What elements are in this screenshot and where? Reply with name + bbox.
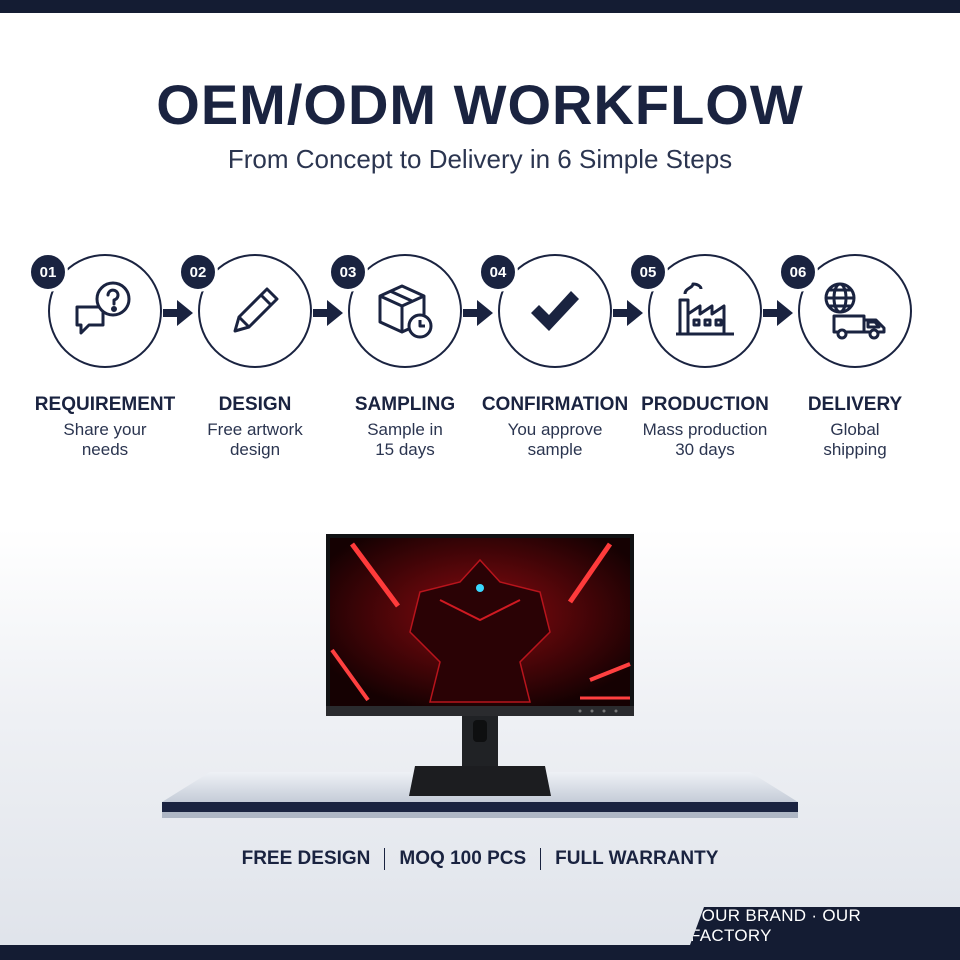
arrow-right-icon [763, 300, 793, 326]
top-border [0, 0, 960, 13]
step-number-badge: 01 [28, 252, 68, 292]
step-title: SAMPLING [354, 394, 456, 415]
perk-separator [384, 848, 386, 870]
step-title: REQUIREMENT [34, 394, 176, 415]
perk-warranty: FULL WARRANTY [555, 848, 719, 870]
product-image [0, 530, 960, 830]
step-number-badge: 05 [628, 252, 668, 292]
step-description: Share your needs [10, 420, 200, 460]
step-title: PRODUCTION [641, 394, 769, 415]
arrow-right-icon [613, 300, 643, 326]
step-description: You approve sample [460, 420, 650, 460]
step-desc-line: Global [830, 420, 880, 439]
checkmark-icon [531, 291, 579, 331]
step-desc-line: sample [527, 440, 583, 459]
monitor-stand-base [409, 766, 551, 796]
step-desc-line: Sample in [367, 420, 443, 439]
arrow-right-icon [313, 300, 343, 326]
shelf-edge [162, 802, 798, 812]
step-description: Sample in 15 days [310, 420, 500, 460]
step-description: Mass production 30 days [610, 420, 800, 460]
page-subtitle: From Concept to Delivery in 6 Simple Ste… [227, 144, 733, 174]
perk-separator [540, 848, 542, 870]
factory-icon [676, 282, 734, 336]
step-desc-line: Free artwork [207, 420, 303, 439]
pencil-icon [233, 287, 279, 333]
step-number-badge: 03 [328, 252, 368, 292]
step-desc-line: You approve [507, 420, 603, 439]
step-desc-line: Mass production [642, 420, 768, 439]
step-number-badge: 04 [478, 252, 518, 292]
step-desc-line: design [229, 440, 281, 459]
bottom-border [0, 945, 960, 960]
box-clock-icon [378, 284, 433, 339]
step-number-badge: 02 [178, 252, 218, 292]
perks-bar: FREE DESIGN MOQ 100 PCS FULL WARRANTY [0, 848, 960, 870]
monitor-illustration [162, 534, 798, 818]
brand-tag: YOUR BRAND · OUR FACTORY [690, 907, 960, 945]
perk-moq: MOQ 100 PCS [399, 848, 527, 870]
perk-free-design: FREE DESIGN [241, 848, 371, 870]
globe-truck-icon [824, 282, 886, 340]
step-title: DELIVERY [807, 394, 903, 415]
step-desc-line: 15 days [375, 440, 435, 459]
step-number-badge: 06 [778, 252, 818, 292]
step-title: DESIGN [218, 394, 292, 415]
page-title: OEM/ODM WORKFLOW [156, 73, 804, 136]
step-circle [348, 254, 462, 368]
step-desc-line: 30 days [675, 440, 735, 459]
step-circle [798, 254, 912, 368]
step-desc-line: shipping [823, 440, 887, 459]
step-title: CONFIRMATION [481, 394, 629, 415]
arrow-right-icon [163, 300, 193, 326]
step-desc-line: needs [81, 440, 129, 459]
step-description: Global shipping [760, 420, 950, 460]
question-chat-icon [75, 281, 131, 335]
step-desc-line: Share your [63, 420, 147, 439]
arrow-right-icon [463, 300, 493, 326]
step-description: Free artwork design [160, 420, 350, 460]
